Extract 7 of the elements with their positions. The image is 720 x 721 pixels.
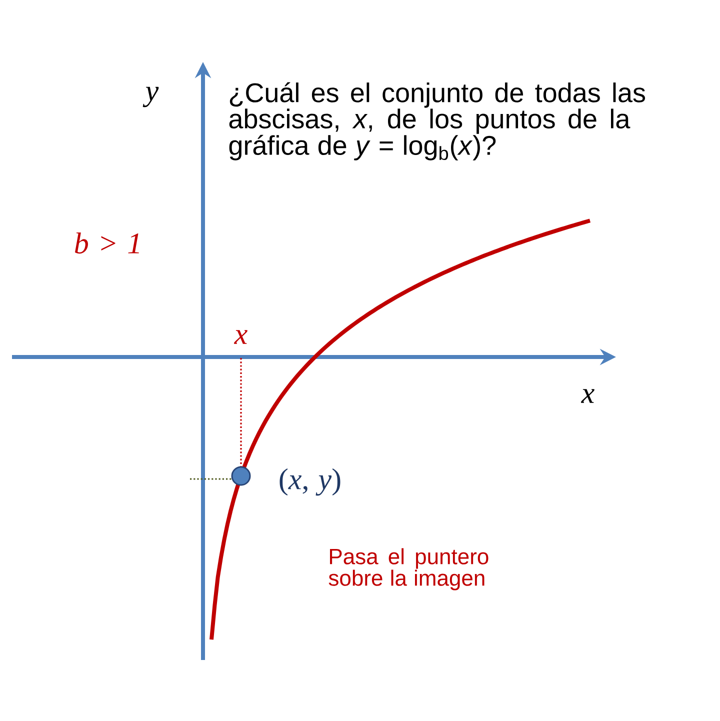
point-abscissa-label: x: [234, 330, 248, 344]
point-label: (x, y): [280, 468, 340, 496]
axis-label: y: [142, 86, 159, 108]
axis-label: x: [580, 389, 594, 403]
hint-text: Pasa el puntero sobre la imagen: [328, 548, 488, 590]
question-text: ¿Cuál es el conjunto de todas las abscisas, x, de los puntos de la gráfica de y = log$_{b}$(x)?: [229, 82, 646, 160]
condition-label: b > 1: [75, 232, 139, 254]
